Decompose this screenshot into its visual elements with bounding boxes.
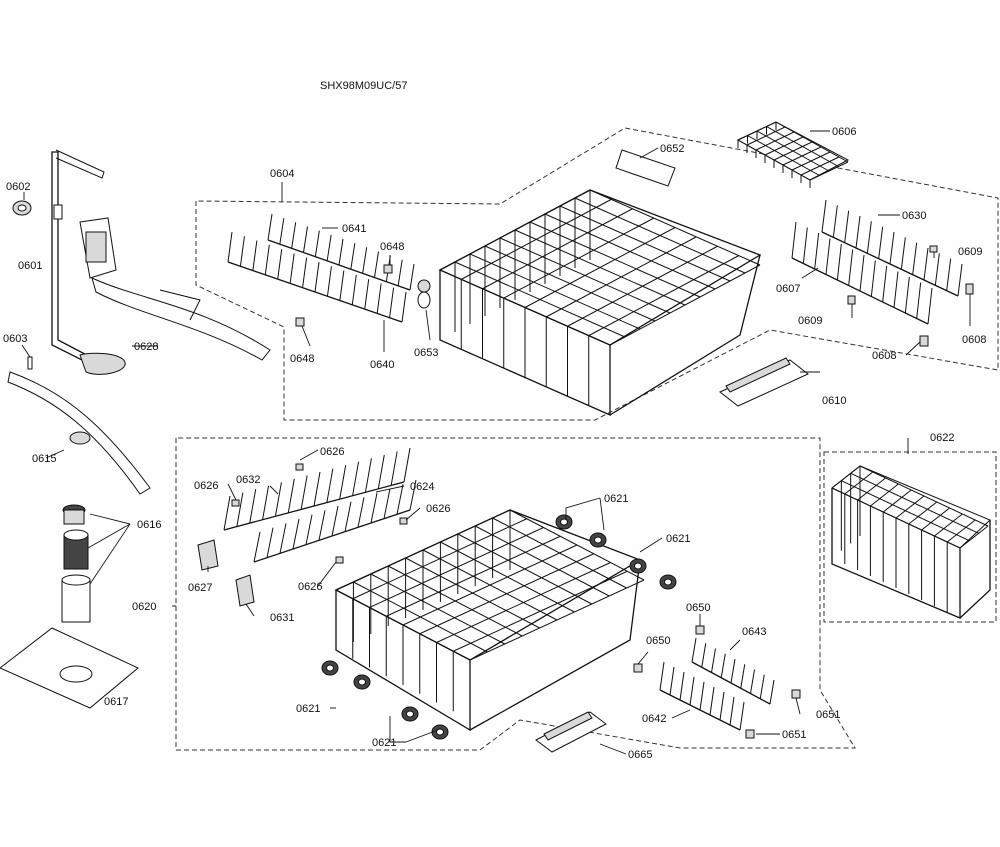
callout-0610: 0610: [822, 395, 846, 407]
upper-rack-group-outline: [195, 127, 999, 421]
part-0603-pin: [27, 356, 33, 370]
part-0626-clips: [231, 463, 408, 564]
callout-0621-bottom: 0621: [372, 737, 396, 749]
callout-0653: 0653: [414, 347, 438, 359]
callout-0641: 0641: [342, 223, 366, 235]
leader-lines: [21, 130, 971, 755]
callout-0622: 0622: [930, 432, 954, 444]
callout-0616: 0616: [137, 519, 161, 531]
part-0601-supply-pipe: [51, 149, 126, 375]
lower-dish-rack: [334, 509, 645, 732]
part-0616-filter-set: [61, 504, 91, 623]
callout-0665: 0665: [628, 749, 652, 761]
model-number: SHX98M09UC/57: [320, 80, 407, 92]
callout-0643: 0643: [742, 626, 766, 638]
part-0648-clips: [295, 264, 393, 327]
callout-0620: 0620: [132, 601, 156, 613]
callout-0621-left: 0621: [296, 703, 320, 715]
callout-0648-top: 0648: [380, 241, 404, 253]
callout-0617: 0617: [104, 696, 128, 708]
part-0627-0631-hinges: [197, 539, 255, 607]
part-0665-lower-rack-trim: [535, 711, 607, 753]
callout-0650-bottom: 0650: [646, 635, 670, 647]
callout-0608-left: 0608: [872, 350, 896, 362]
callout-0607: 0607: [776, 283, 800, 295]
callout-0606: 0606: [832, 126, 856, 138]
callout-0642: 0642: [642, 713, 666, 725]
part-0606-cup-shelf: [736, 121, 850, 188]
callout-0609-left: 0609: [798, 315, 822, 327]
callout-labels: 0602 0601 0603 0628 0615 0616 0617 0620 …: [3, 126, 986, 761]
part-0653-roller: [417, 279, 431, 309]
callout-0630: 0630: [902, 210, 926, 222]
part-0628-upper-spray-arm: [79, 217, 271, 361]
callout-0603: 0603: [3, 333, 27, 345]
part-0615-lower-spray-arm: [7, 371, 151, 495]
part-0641-0640-tine-rows: [227, 213, 415, 323]
cutlery-basket-outline: [823, 451, 997, 623]
callout-0631: 0631: [270, 612, 294, 624]
callout-0604: 0604: [270, 168, 294, 180]
part-0602-nut: [12, 200, 32, 216]
callout-0624: 0624: [410, 481, 434, 493]
part-0610-upper-rack-trim: [719, 357, 809, 407]
callout-0632: 0632: [236, 474, 260, 486]
callout-0640: 0640: [370, 359, 394, 371]
callout-0608-right: 0608: [962, 334, 986, 346]
callout-0628: 0628: [134, 341, 158, 353]
part-0643-0642-tine-rows: [659, 637, 775, 731]
lower-rack-group-outline: [175, 437, 856, 751]
callout-0601: 0601: [18, 260, 42, 272]
callout-0651-bottom: 0651: [782, 729, 806, 741]
part-0630-0607-tine-rows: [791, 199, 963, 325]
callout-0627: 0627: [188, 582, 212, 594]
callout-0652: 0652: [660, 143, 684, 155]
part-0609-0608-clips: [847, 245, 974, 347]
part-0622-cutlery-basket: [831, 465, 991, 619]
upper-dish-rack: [438, 189, 762, 416]
callout-0615: 0615: [32, 453, 56, 465]
callout-0626-left: 0626: [194, 480, 218, 492]
part-0621-wheels: [321, 514, 677, 740]
callout-0648-bottom: 0648: [290, 353, 314, 365]
callout-0602: 0602: [6, 181, 30, 193]
callout-0621-top: 0621: [604, 493, 628, 505]
callout-0609-right: 0609: [958, 246, 982, 258]
callout-0651-right: 0651: [816, 709, 840, 721]
part-0617-filter-plate: [0, 627, 139, 709]
callout-0621-right: 0621: [666, 533, 690, 545]
callout-0626-right: 0626: [426, 503, 450, 515]
callout-0626-top: 0626: [320, 446, 344, 458]
part-0624-0632-tine-rows: [223, 447, 417, 563]
part-0652-rack-clip: [615, 149, 676, 187]
callout-0626-bottom: 0626: [298, 581, 322, 593]
callout-0650-top: 0650: [686, 602, 710, 614]
